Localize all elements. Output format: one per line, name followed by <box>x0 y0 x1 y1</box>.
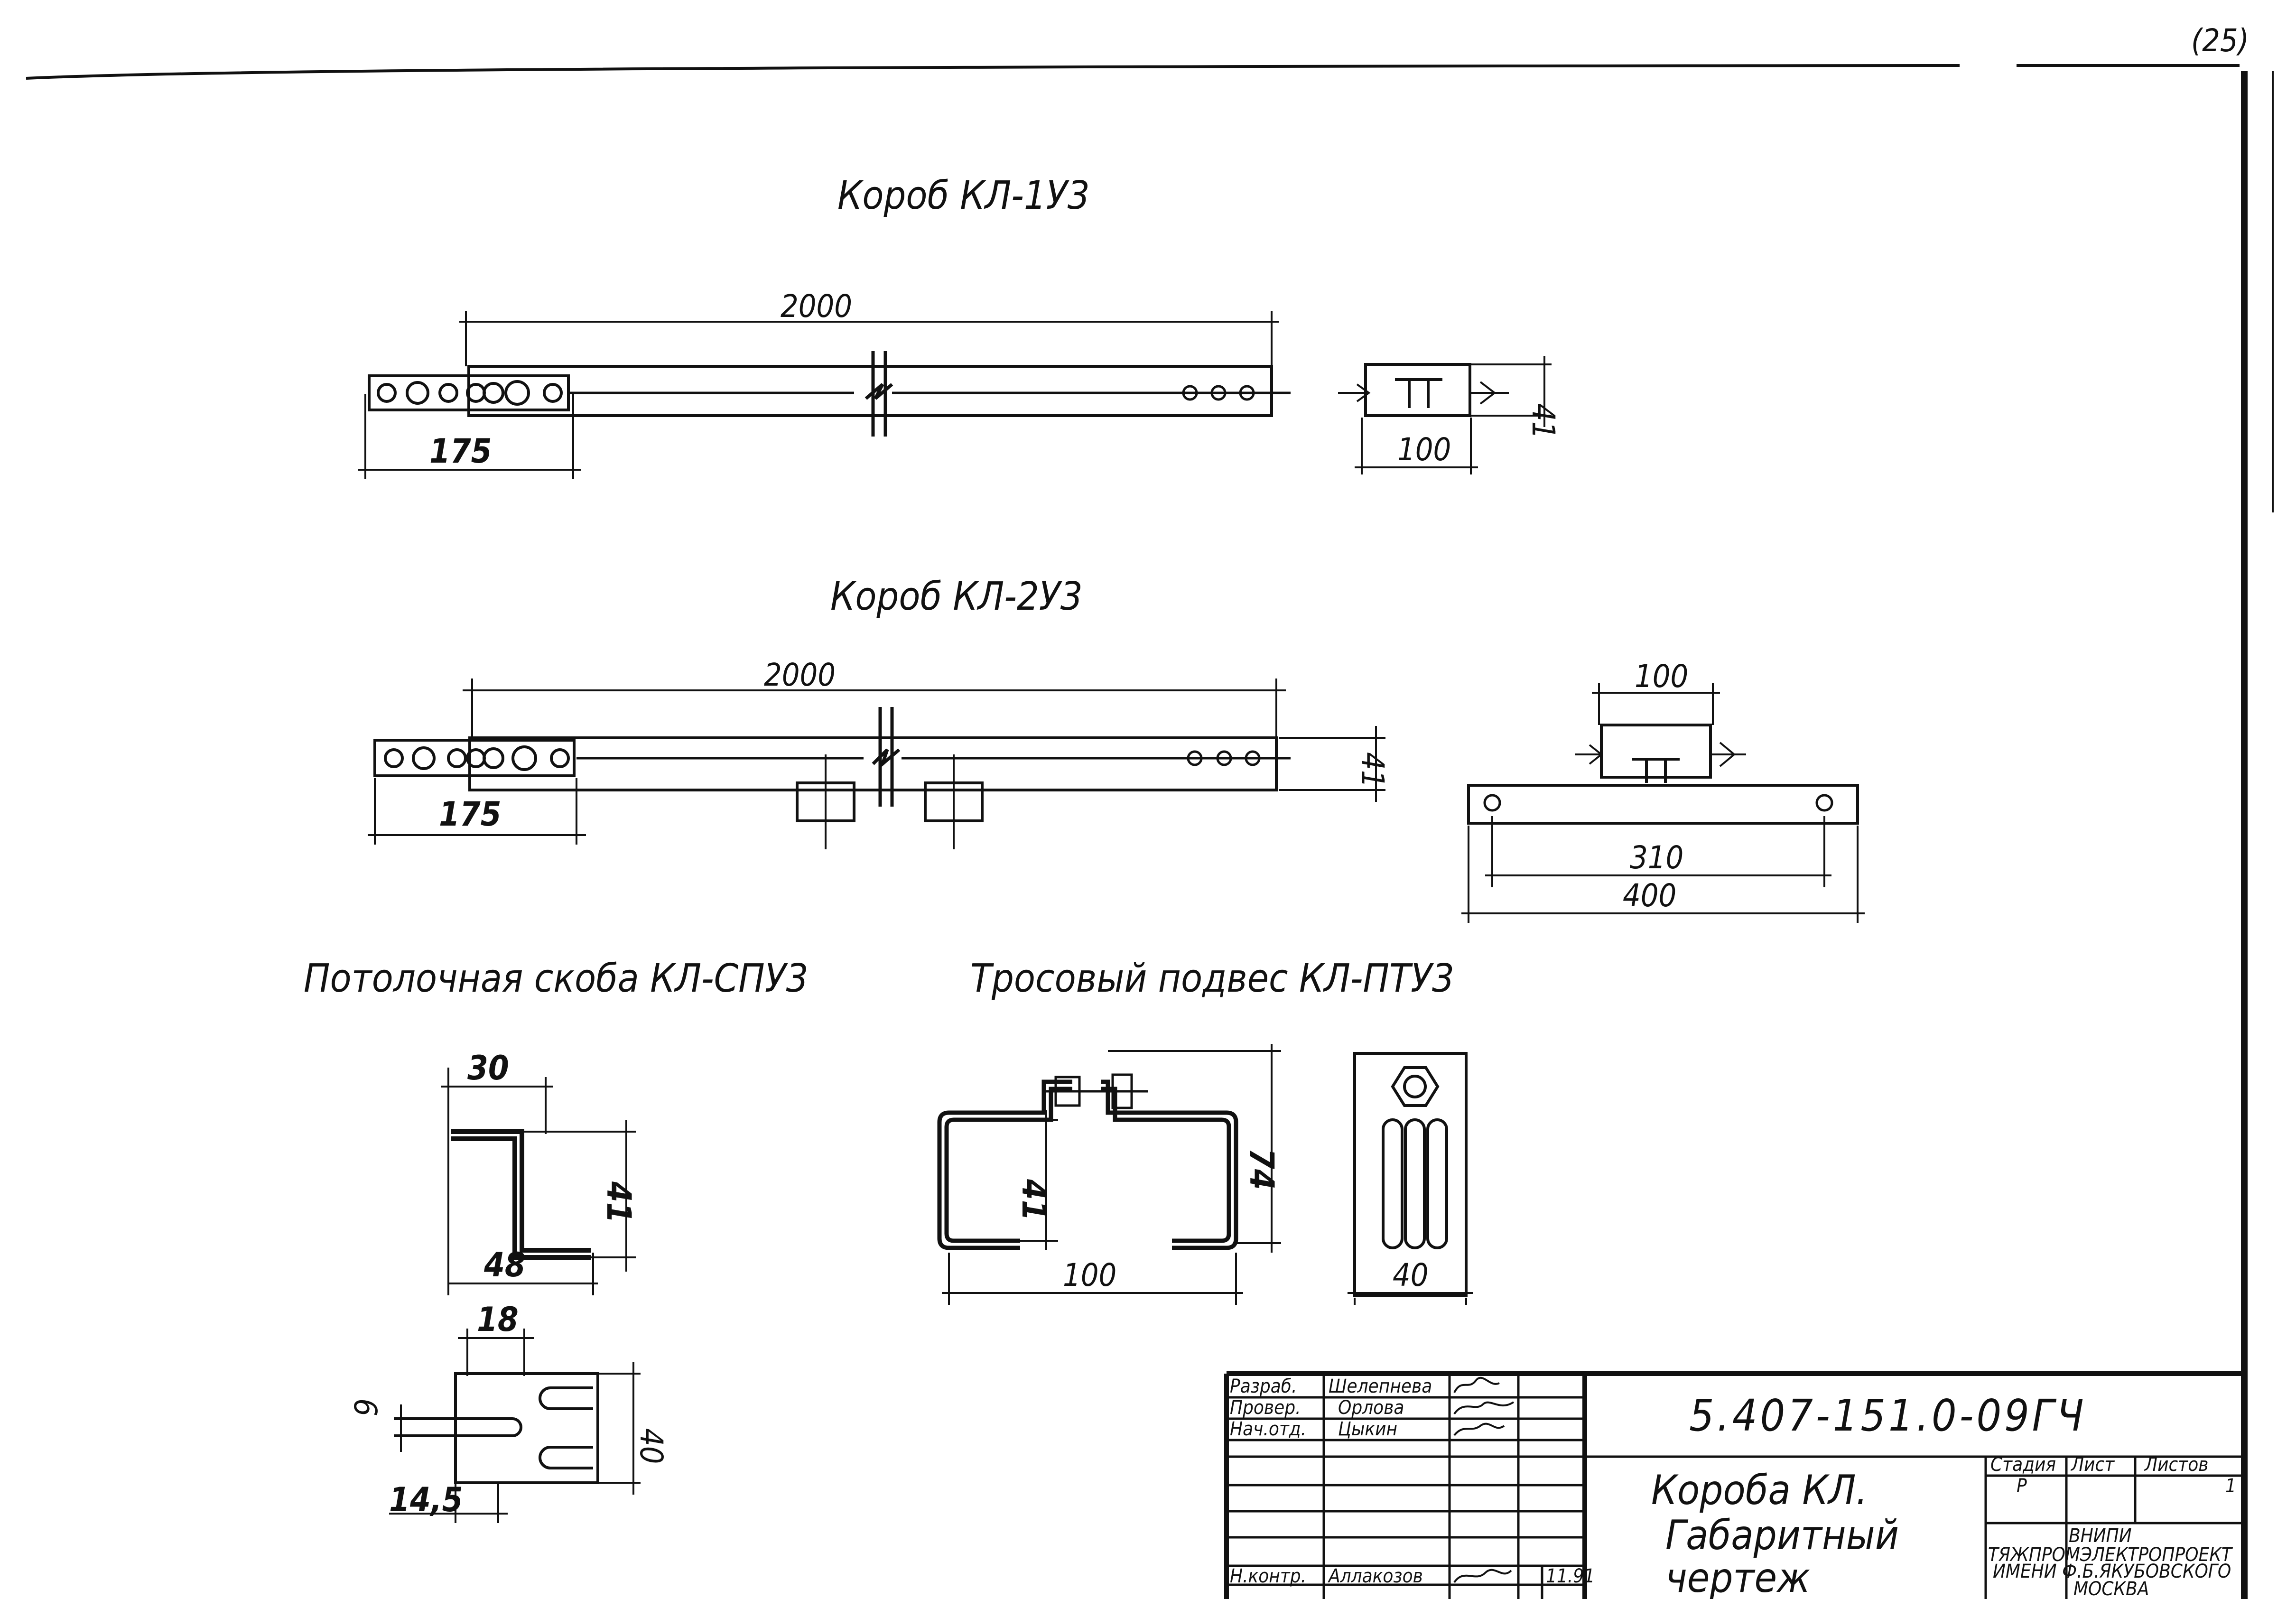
document-code: 5.407-151.0-09ГЧ <box>1689 1390 2087 1441</box>
kl2-dim-41: 41 <box>1354 752 1391 788</box>
cable-hanger-dim-100: 100 <box>1063 1257 1116 1293</box>
signatures <box>1453 1376 1515 1583</box>
role-developer: Разраб. <box>1230 1376 1297 1397</box>
kl1-front-view <box>358 311 1291 479</box>
org-line3: ИМЕНИ Ф.Б.ЯКУБОВСКОГО <box>1993 1561 2231 1582</box>
ceiling-bracket-dim-40: 40 <box>633 1428 669 1464</box>
org-line1: ВНИПИ <box>2069 1525 2132 1547</box>
column-sheets: Листов <box>2144 1454 2208 1476</box>
ceiling-bracket-dim-9: 9 <box>348 1398 385 1416</box>
cable-hanger-front-view <box>1348 1052 1473 1305</box>
kl2-dim-100: 100 <box>1635 658 1688 695</box>
kl2-section-view <box>1461 683 1865 923</box>
column-sheet: Лист <box>2070 1454 2115 1476</box>
sheets-value: 1 <box>2225 1475 2236 1497</box>
drawing-frame <box>26 64 2274 1599</box>
ceiling-bracket-dim-41: 41 <box>599 1181 638 1223</box>
cable-hanger-side-view <box>937 1044 1281 1305</box>
name-developer: Шелепнева <box>1329 1376 1432 1397</box>
ceiling-bracket-dim-30: 30 <box>467 1049 509 1088</box>
kl1-dim-length: 2000 <box>781 288 852 325</box>
kl1-dim-175: 175 <box>429 432 492 471</box>
role-checker: Провер. <box>1230 1397 1301 1419</box>
stage-value: Р <box>2017 1475 2027 1497</box>
kl2-dim-length: 2000 <box>764 657 836 693</box>
kl1-dim-41: 41 <box>1525 403 1562 439</box>
sheet-number: (25) <box>2191 22 2249 59</box>
kl2-dim-175: 175 <box>439 795 501 834</box>
role-department-head: Нач.отд. <box>1230 1418 1306 1440</box>
kl2-dim-400: 400 <box>1623 877 1676 914</box>
cable-hanger-title: Тросовый подвес КЛ-ПТУ3 <box>970 956 1454 1001</box>
date: 11.91 <box>1546 1565 1595 1587</box>
name-checker: Орлова <box>1338 1397 1404 1419</box>
kl2-front-view <box>368 679 1385 849</box>
org-line4: МОСКВА <box>2073 1578 2149 1599</box>
cable-hanger-dim-41: 41 <box>1014 1179 1053 1221</box>
document-name-line3: чертеж <box>1665 1554 1810 1599</box>
ceiling-bracket-dim-18: 18 <box>477 1300 519 1339</box>
kl2-dim-310: 310 <box>1630 839 1683 876</box>
name-department-head: Цыкин <box>1338 1418 1397 1440</box>
cable-hanger-dim-74: 74 <box>1242 1148 1281 1190</box>
cable-hanger-dim-40: 40 <box>1393 1257 1429 1293</box>
kl2-title: Короб КЛ-2У3 <box>830 574 1083 619</box>
kl1-section-view <box>1338 356 1552 474</box>
ceiling-bracket-title: Потолочная скоба КЛ-СПУ3 <box>304 956 809 1001</box>
ceiling-bracket-dim-14-5: 14,5 <box>389 1480 463 1519</box>
title-block <box>1224 1371 2244 1599</box>
ceiling-bracket-top-view <box>389 1329 641 1523</box>
kl1-dim-100: 100 <box>1397 431 1451 468</box>
ceiling-bracket-side-view <box>441 1068 636 1295</box>
document-name-line2: Габаритный <box>1665 1512 1899 1559</box>
column-stage: Стадия <box>1990 1454 2056 1476</box>
ceiling-bracket-dim-48: 48 <box>483 1246 526 1284</box>
kl1-title: Короб КЛ-1У3 <box>837 173 1090 218</box>
org-line2: ТЯЖПРОМЭЛЕКТРОПРОЕКТ <box>1988 1544 2233 1566</box>
name-norm-control: Аллакозов <box>1328 1565 1423 1587</box>
role-norm-control: Н.контр. <box>1230 1565 1306 1587</box>
document-name-line1: Короба КЛ. <box>1651 1467 1868 1514</box>
